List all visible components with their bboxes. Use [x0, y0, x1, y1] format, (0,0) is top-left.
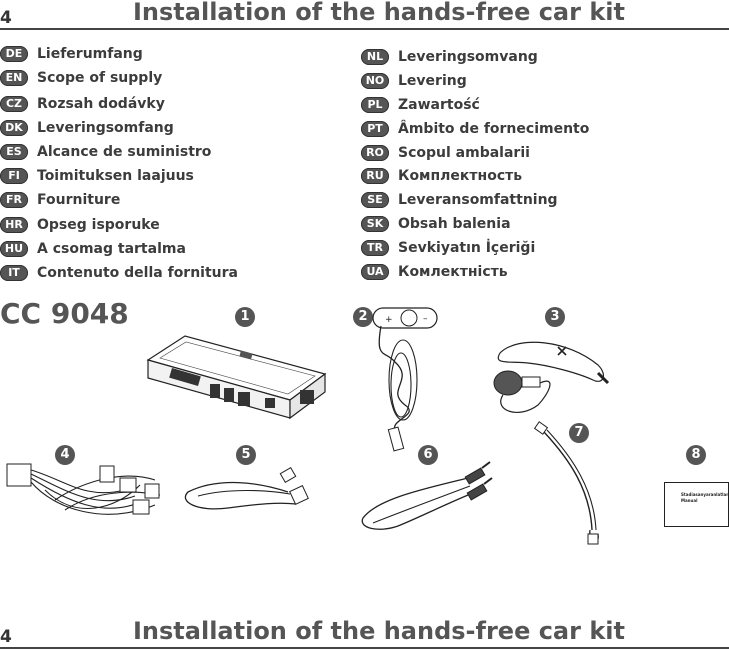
lang-label: Toimituksen laajuus: [37, 168, 194, 184]
lang-row-tr: TR Sevkiyatın İçeriği: [361, 238, 535, 258]
lang-badge: NL: [361, 49, 389, 65]
item-number-1: 1: [235, 307, 255, 327]
lang-label: Contenuto della fornitura: [37, 265, 238, 281]
lang-row-se: SE Leveransomfattning: [361, 190, 558, 210]
manual-text: Manual: [681, 498, 698, 503]
footer-rule: [0, 647, 729, 649]
lang-row-fr: FR Fourniture: [0, 190, 120, 210]
lang-row-pl: PL Zawartość: [361, 95, 480, 115]
svg-text:–: –: [423, 314, 428, 324]
lang-row-ru: RU Комплектность: [361, 166, 522, 186]
lang-row-es: ES Alcance de suministro: [0, 142, 211, 162]
cable-illustration: [184, 466, 309, 510]
page-title: Installation of the hands-free car kit: [133, 0, 625, 26]
lang-badge: RO: [361, 145, 389, 161]
lang-row-ro: RO Scopul ambalarii: [361, 143, 530, 163]
lang-row-cz: CZ Rozsah dodávky: [0, 94, 165, 114]
item-number-4: 4: [55, 445, 75, 465]
lang-row-ua: UA Комлектність: [361, 262, 508, 282]
lang-label: Alcance de suministro: [37, 144, 212, 160]
microphone-illustration: [493, 341, 610, 414]
lang-label: Rozsah dodávky: [37, 96, 165, 112]
lang-label: Fourniture: [37, 192, 121, 208]
item-number-5: 5: [236, 445, 256, 465]
lang-badge: SK: [361, 216, 389, 232]
remote-control-illustration: + –: [372, 307, 438, 452]
control-unit-illustration: [146, 335, 327, 420]
lang-row-fi: FI Toimituksen laajuus: [0, 166, 194, 186]
lang-label: Sevkiyatın İçeriği: [398, 240, 536, 256]
audio-cable-illustration: [361, 461, 493, 530]
page-footer: 4 Installation of the hands-free car kit: [0, 617, 729, 651]
lang-badge: IT: [0, 265, 28, 281]
lang-label: Leveringsomvang: [398, 49, 538, 65]
footer-title: Installation of the hands-free car kit: [133, 617, 625, 645]
item-number-6: 6: [418, 445, 438, 465]
lang-badge: DE: [0, 46, 28, 62]
lang-row-it: IT Contenuto della fornitura: [0, 263, 238, 283]
lang-badge: TR: [361, 240, 389, 256]
lang-label: Zawartość: [398, 97, 480, 113]
item-number-8: 8: [686, 445, 706, 465]
lang-label: Scopul ambalarii: [398, 145, 530, 161]
lang-row-pt: PT Âmbito de fornecimento: [361, 119, 589, 139]
lang-label: Комлектність: [398, 264, 508, 280]
lang-badge: CZ: [0, 96, 28, 112]
lang-label: Obsah balenia: [398, 216, 511, 232]
lang-row-dk: DK Leveringsomfang: [0, 118, 174, 138]
lang-label: Levering: [398, 73, 467, 89]
lang-badge: ES: [0, 144, 28, 160]
lang-label: Leveringsomfang: [37, 120, 174, 136]
item-number-7: 7: [569, 423, 589, 443]
item-number-2: 2: [353, 307, 373, 327]
gooseneck-cable-illustration: [533, 421, 599, 545]
page-header: 4 Installation of the hands-free car kit: [0, 0, 729, 32]
lang-label: Leveransomfattning: [398, 192, 558, 208]
page-number: 4: [0, 8, 12, 28]
footer-page-number: 4: [0, 627, 12, 647]
item-number-3: 3: [545, 307, 565, 327]
lang-badge: FI: [0, 168, 28, 184]
lang-badge: FR: [0, 192, 28, 208]
header-rule: [0, 28, 729, 30]
lang-label: Scope of supply: [37, 70, 163, 86]
lang-row-de: DE Lieferumfang: [0, 44, 143, 64]
manual-text: Stadiasanyaranlatlany: [681, 492, 729, 497]
lang-badge: PL: [361, 97, 389, 113]
lang-label: Lieferumfang: [37, 46, 143, 62]
lang-badge: UA: [361, 264, 389, 280]
manual-illustration: Stadiasanyaranlatlany Manual: [664, 482, 729, 527]
lang-row-hu: HU A csomag tartalma: [0, 239, 186, 259]
svg-text:+: +: [385, 315, 393, 325]
lang-badge: HR: [0, 217, 28, 233]
lang-row-nl: NL Leveringsomvang: [361, 47, 538, 67]
lang-row-sk: SK Obsah balenia: [361, 214, 511, 234]
wiring-harness-illustration: [6, 463, 161, 515]
lang-badge: SE: [361, 192, 389, 208]
lang-badge: HU: [0, 241, 28, 257]
lang-row-no: NO Levering: [361, 71, 467, 91]
lang-row-en: EN Scope of supply: [0, 68, 162, 88]
lang-label: Âmbito de fornecimento: [398, 121, 590, 137]
lang-label: A csomag tartalma: [37, 241, 186, 257]
lang-row-hr: HR Opseg isporuke: [0, 215, 160, 235]
lang-badge: EN: [0, 70, 28, 86]
lang-badge: PT: [361, 121, 389, 137]
lang-badge: NO: [361, 73, 389, 89]
lang-badge: RU: [361, 168, 389, 184]
lang-badge: DK: [0, 120, 28, 136]
model-name: CC 9048: [0, 297, 129, 330]
lang-label: Opseg isporuke: [37, 217, 160, 233]
lang-label: Комплектность: [398, 168, 523, 184]
